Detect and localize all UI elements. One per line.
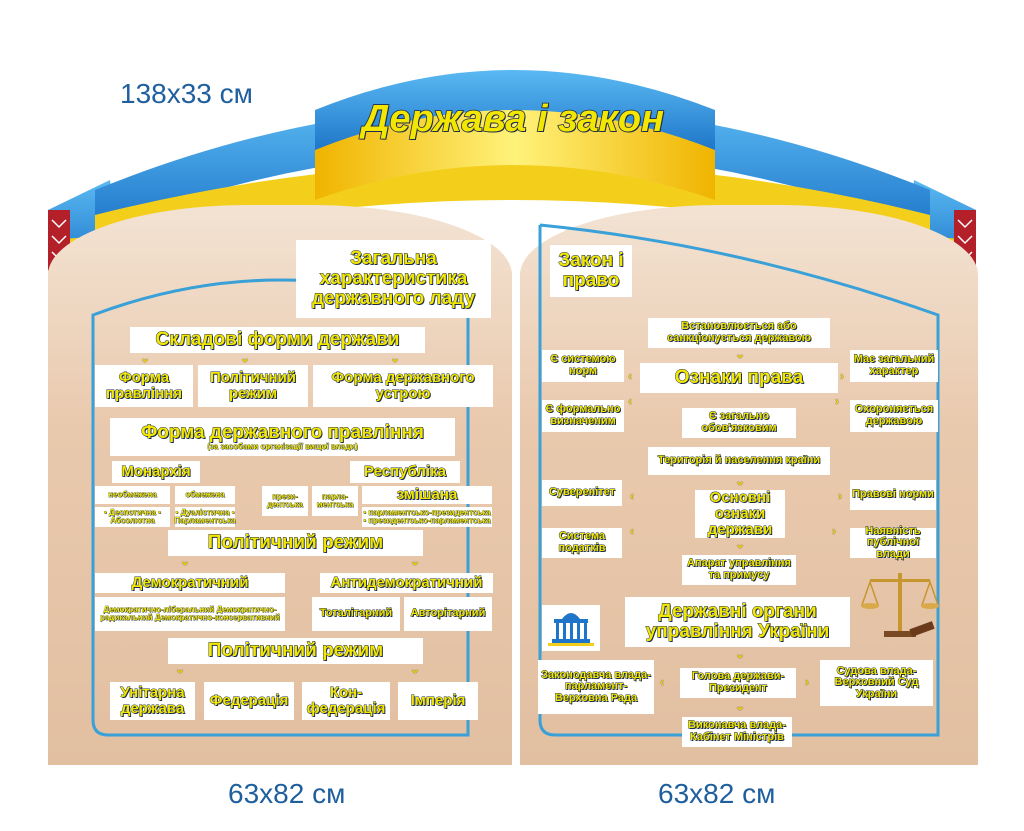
sign-formal: Є формально визначеним [542,400,624,432]
arrow-down-icon: ⌄ [735,699,746,713]
parliament-building-icon [542,605,600,651]
banner-size: 138x33 см [120,78,253,109]
republic-mixed: змішана [362,486,492,504]
arrow-down-icon: ⌄ [410,554,421,568]
sign-obligatory: Є загально обов'язковим [682,408,796,438]
sign-protected: Охороняється державою [850,400,938,432]
republic: Республіка [350,461,460,483]
arrow-left-icon: ‹ [628,394,632,408]
arrow-down-icon: ⌄ [240,351,251,365]
arrow-down-icon: ⌄ [175,662,186,676]
unitary-state: Унітарна держава [110,682,195,720]
scales-of-justice-icon [860,573,940,637]
republic-mixed-sub: • парламентсько-президентська • президен… [362,507,492,527]
board-title: Держава і закон [361,98,665,140]
arrow-right-icon: › [840,369,844,383]
legislative: Законодавча влада- парламент- Верховна Р… [538,660,654,714]
signs-title: Ознаки права [640,363,838,393]
arrow-down-icon: ⌄ [735,647,746,661]
arrow-left-icon: ‹ [630,524,634,538]
executive: Виконавча влада- Кабінет Міністрів [682,717,792,747]
confederation: Кон- федерація [302,682,390,720]
arrow-down-icon: ⌄ [735,537,746,551]
forms-title: Складові форми держави [130,327,425,353]
arrow-down-icon: ⌄ [140,351,151,365]
arrow-left-icon: ‹ [628,369,632,383]
totalitarian: Тоталітарний [312,597,400,631]
arrow-down-icon: ⌄ [390,351,401,365]
arrow-left-icon: ‹ [660,675,664,689]
arrow-left-icon: ‹ [630,489,634,503]
regime-title: Політичний режим [168,530,423,556]
territory: Територія й населення країни [648,447,830,475]
sign-general: Має загальний характер [850,350,938,382]
republic-presidential: прези- дентська [262,486,308,516]
arrow-down-icon: ⌄ [180,554,191,568]
gov-title: Форма державного правління (за засобами … [110,418,455,456]
authoritarian: Авторітарний [404,597,492,631]
monarchy-unlimited-sub: • Деспотична • Абсолютна [95,507,170,527]
president: Голова держави- Президент [680,668,796,698]
form-government: Форма правління [95,365,193,407]
apparatus: Апарат управління та примусу [682,555,796,585]
democratic: Демократичний [95,573,285,593]
legal-norms: Правові норми [850,480,936,510]
monarchy-limited: обмежена [175,486,235,504]
monarchy-limited-sub: • Дуалістична • Парламентська [174,507,236,527]
democratic-list: Демократично-ліберальний Демократично-ра… [95,597,285,631]
federation: Федерація [204,682,294,720]
sign-system: Є системою норм [542,350,624,382]
structure-title: Політичний режим [168,638,423,664]
left-header: Загальна характеристика державного ладу [296,240,491,318]
republic-parliamentary: парла- ментська [312,486,358,516]
arrow-down-icon: ⌄ [735,474,746,488]
arrow-right-icon: › [838,489,842,503]
arrow-right-icon: › [832,524,836,538]
form-structure: Форма державного устрою [313,365,493,407]
right-size: 63x82 см [658,778,776,809]
arrow-down-icon: ⌄ [410,662,421,676]
arrow-down-icon: ⌄ [735,347,746,361]
established: Встановлюється або санкціонується держав… [648,318,830,348]
organs-title: Державні органи управління України [625,597,850,647]
state-title: Основні ознаки держави [695,490,785,538]
monarchy: Монархія [112,461,200,483]
sovereignty: Суверенітет [542,480,622,506]
judicial: Судова влада- Верховний Суд України [820,660,933,706]
left-size: 63x82 см [228,778,346,809]
antidemocratic: Антидемократичний [320,573,493,593]
tax-system: Система податків [542,528,622,558]
arrow-right-icon: › [805,675,809,689]
public-power: Наявність публічної влади [850,525,936,560]
empire: Імперія [398,682,478,720]
monarchy-unlimited: необмежена [95,486,170,504]
form-regime: Політичний режим [198,365,308,407]
law-title: Закон і право [550,245,632,297]
right-panel-frame [538,223,940,737]
arrow-right-icon: › [835,394,839,408]
